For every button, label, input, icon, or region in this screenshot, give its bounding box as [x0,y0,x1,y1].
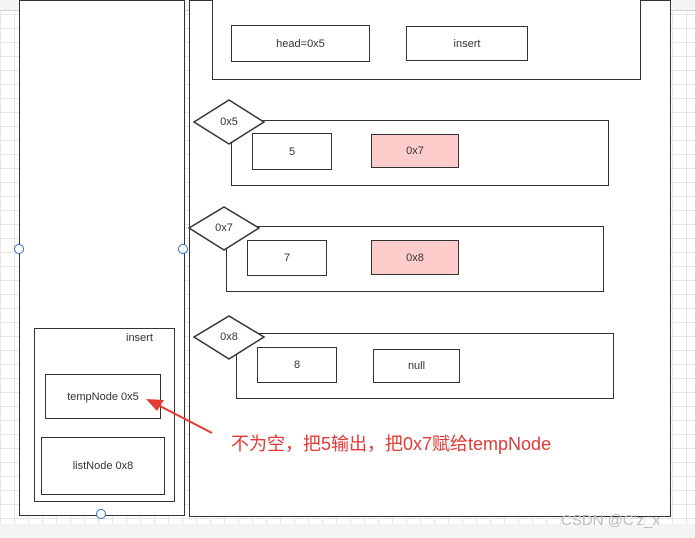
address-diamond[interactable] [192,99,266,145]
annotation-text: 不为空，把5输出，把0x7赋给tempNode [231,434,552,454]
node-value-box[interactable]: 7 [247,240,327,276]
list-node-box[interactable]: listNode 0x8 [41,437,165,495]
node-next-box[interactable]: 0x7 [371,134,459,168]
selection-handle-left[interactable] [14,244,24,254]
node-next-box[interactable]: 0x8 [371,240,459,275]
address-diamond[interactable] [187,206,261,251]
head-box[interactable]: head=0x5 [231,25,370,62]
address-label: 0x7 [215,222,233,234]
node-value-box[interactable]: 5 [252,133,332,170]
watermark: CSDN @C'z_x [561,512,660,529]
insert-box[interactable]: insert [406,26,528,61]
node-value-box[interactable]: 8 [257,347,337,383]
canvas-bottom-strip [0,524,695,538]
address-label: 0x8 [220,331,238,343]
annotation-arrow [146,399,213,434]
insert-frame-label: insert [126,332,153,344]
arrow-head-icon [146,399,164,411]
node-next-box[interactable]: null [373,349,460,383]
selection-handle-right[interactable] [178,244,188,254]
address-label: 0x5 [220,116,238,128]
address-diamond[interactable] [192,315,266,360]
selection-handle-bottom[interactable] [96,509,106,519]
temp-node-box[interactable]: tempNode 0x5 [45,374,161,419]
